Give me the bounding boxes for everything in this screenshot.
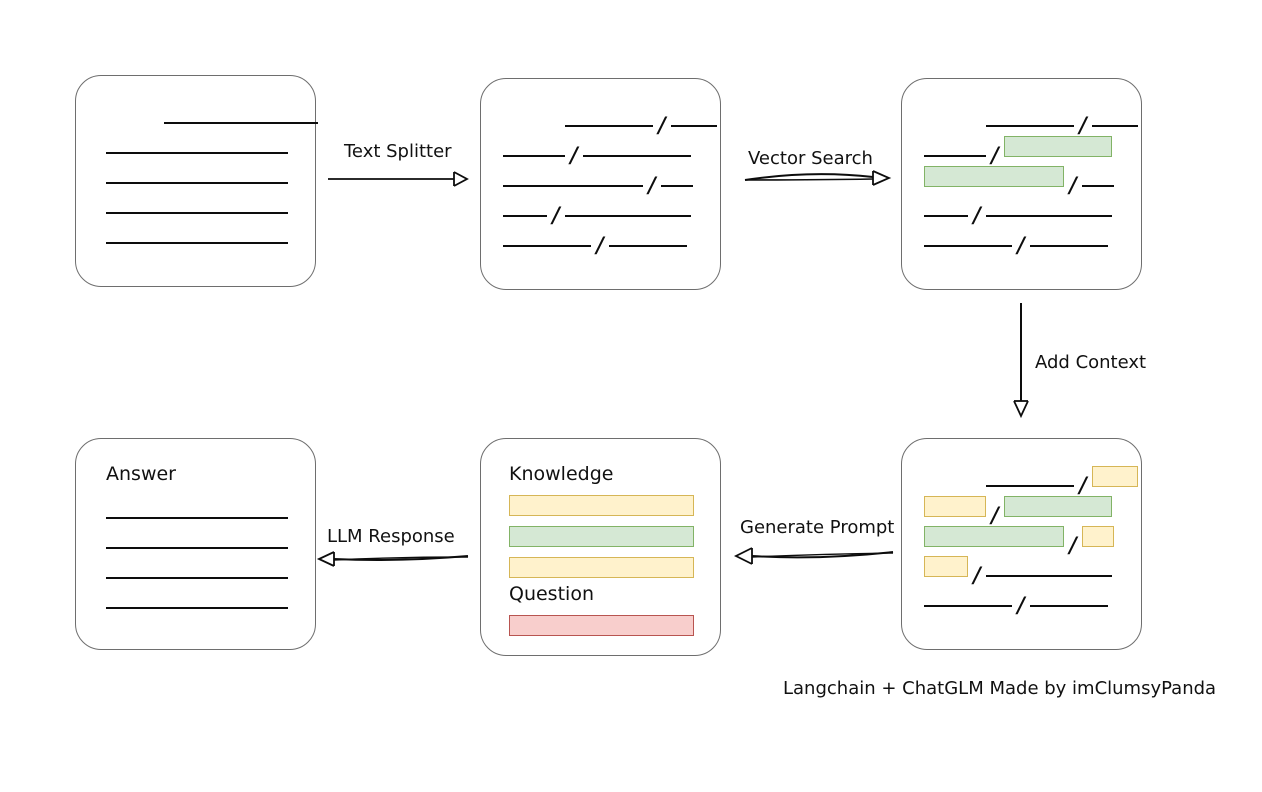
- document-line: /: [503, 234, 687, 255]
- text-rule: [106, 547, 288, 549]
- knowledge-label: Knowledge: [509, 463, 614, 485]
- highlight-chip-yellow: [924, 555, 968, 577]
- text-rule: [503, 185, 643, 187]
- prompt-bar-red: [509, 615, 694, 636]
- text-rule: [106, 607, 288, 609]
- document-line: /: [924, 114, 1138, 135]
- text-rule: [1091, 125, 1138, 127]
- highlight-chip-green: [1003, 135, 1112, 157]
- prompt-bar-yellow: [509, 557, 694, 578]
- highlight-chip-yellow: [1081, 525, 1114, 547]
- text-rule: [985, 215, 1112, 217]
- text-rule: [503, 155, 565, 157]
- text-rule: [924, 155, 986, 157]
- document-line: [106, 607, 288, 609]
- document-line: /: [924, 555, 1112, 585]
- text-rule: [986, 485, 1074, 487]
- edge-text-splitter-arrow: [328, 171, 469, 187]
- document-line: /: [503, 144, 691, 165]
- text-rule: [106, 577, 288, 579]
- text-rule: [608, 245, 687, 247]
- highlight-chip-green: [924, 525, 1064, 547]
- document-line: /: [924, 465, 1138, 495]
- text-rule: [503, 245, 591, 247]
- document-line: /: [924, 135, 1112, 165]
- highlight-chip-yellow: [1091, 465, 1138, 487]
- highlight-chip-yellow: [924, 495, 986, 517]
- text-rule: [924, 215, 968, 217]
- document-line: [106, 517, 288, 519]
- edge-vector-search-arrow: [744, 170, 892, 186]
- edge-vector-search-label: Vector Search: [748, 148, 873, 169]
- text-rule: [924, 245, 1012, 247]
- source-document-box[interactable]: [75, 75, 318, 287]
- document-line: /: [924, 234, 1108, 255]
- vector-matched-document-box[interactable]: /////: [901, 78, 1142, 290]
- document-line: [106, 182, 288, 184]
- document-line: /: [503, 114, 717, 135]
- document-line: /: [503, 174, 693, 195]
- document-line: /: [924, 204, 1112, 225]
- text-rule: [106, 212, 288, 214]
- context-document-box[interactable]: /////: [901, 438, 1142, 650]
- document-line: /: [924, 525, 1114, 555]
- text-rule: [1029, 605, 1108, 607]
- answer-title: Answer: [106, 463, 176, 485]
- document-line: [106, 122, 318, 124]
- text-rule: [106, 182, 288, 184]
- document-line: [106, 577, 288, 579]
- edge-text-splitter-label: Text Splitter: [344, 141, 452, 162]
- document-line: [106, 212, 288, 214]
- document-line: /: [924, 594, 1108, 615]
- answer-box[interactable]: Answer: [75, 438, 316, 650]
- split-document-box[interactable]: / / / / /: [480, 78, 721, 290]
- document-line: /: [924, 495, 1112, 525]
- document-line: [106, 547, 288, 549]
- text-rule: [985, 575, 1112, 577]
- text-rule: [106, 242, 288, 244]
- text-rule: [564, 215, 691, 217]
- text-rule: [670, 125, 717, 127]
- text-rule: [986, 125, 1074, 127]
- text-rule: [582, 155, 691, 157]
- prompt-bar-green: [509, 526, 694, 547]
- text-rule: [503, 215, 547, 217]
- highlight-chip-green: [1003, 495, 1112, 517]
- edge-llm-response-arrow: [316, 551, 469, 567]
- text-rule: [660, 185, 693, 187]
- document-line: /: [924, 165, 1114, 195]
- text-rule: [565, 125, 653, 127]
- diagram-caption: Langchain + ChatGLM Made by imClumsyPand…: [783, 678, 1217, 699]
- question-label: Question: [509, 583, 594, 605]
- edge-generate-prompt-label: Generate Prompt: [740, 517, 895, 538]
- text-rule: [1029, 245, 1108, 247]
- edge-add-context-arrow: [1013, 303, 1029, 419]
- document-line: /: [503, 204, 691, 225]
- prompt-bar-yellow: [509, 495, 694, 516]
- highlight-chip-green: [924, 165, 1064, 187]
- text-rule: [1081, 185, 1114, 187]
- text-rule: [106, 152, 288, 154]
- edge-generate-prompt-arrow: [733, 547, 894, 565]
- document-line: [106, 152, 288, 154]
- text-rule: [164, 122, 318, 124]
- edge-llm-response-label: LLM Response: [327, 526, 455, 547]
- edge-add-context-label: Add Context: [1035, 352, 1147, 373]
- text-rule: [924, 605, 1012, 607]
- text-rule: [106, 517, 288, 519]
- prompt-box[interactable]: Knowledge Question: [480, 438, 721, 656]
- document-line: [106, 242, 288, 244]
